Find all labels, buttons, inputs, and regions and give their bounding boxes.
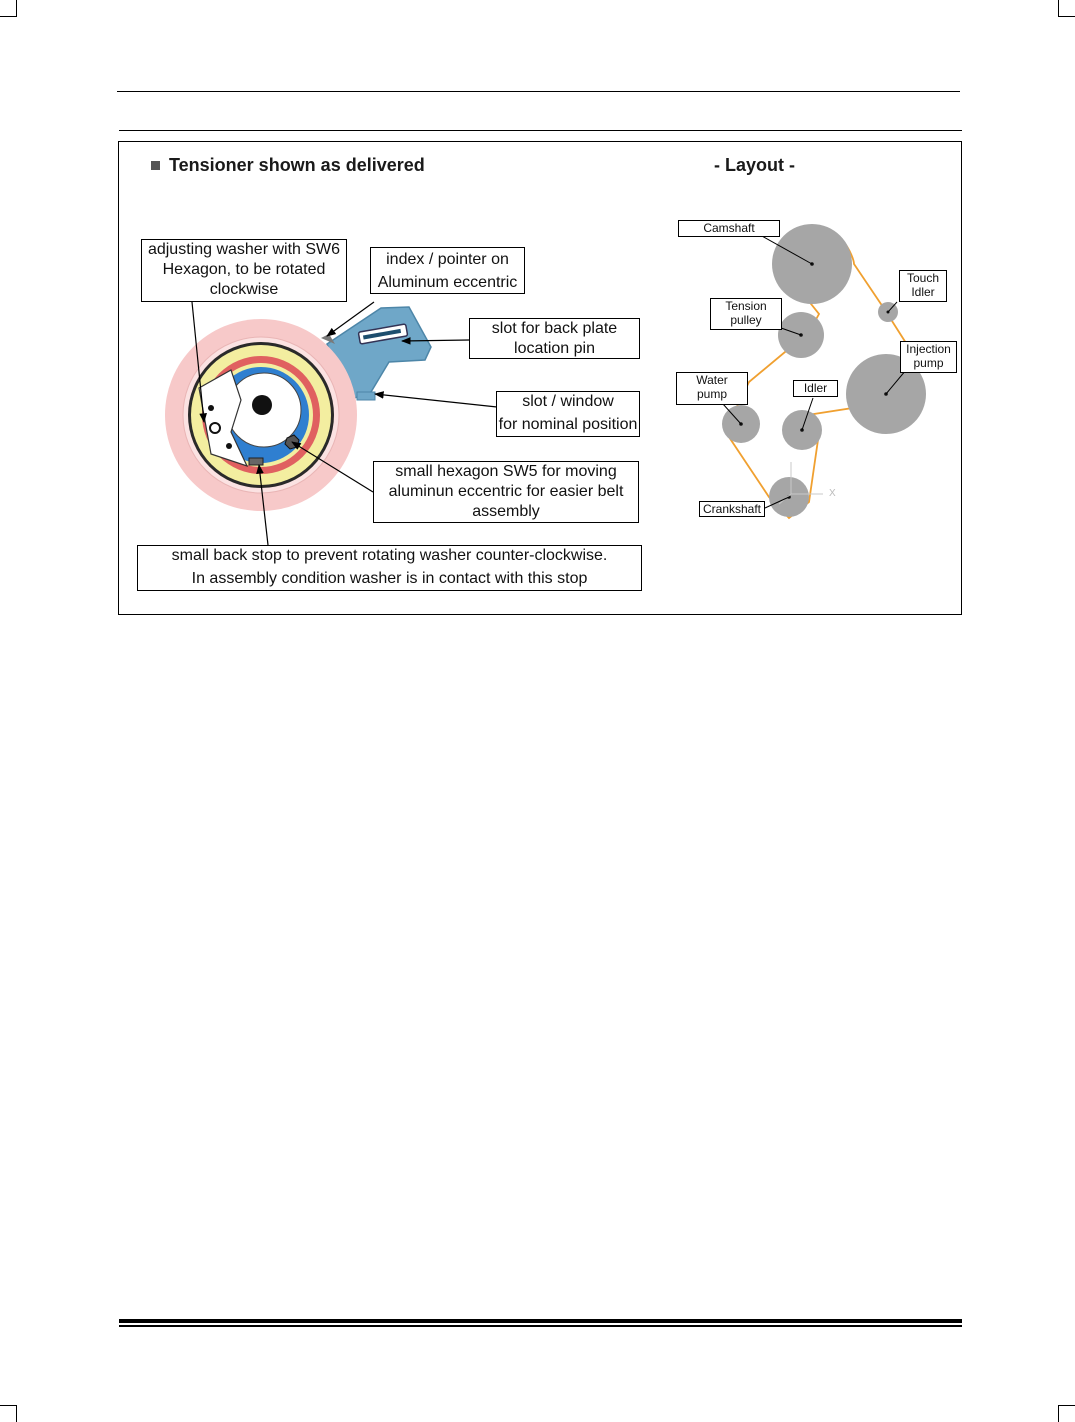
label-text-line: Idler xyxy=(911,285,935,299)
heading-bullet xyxy=(151,161,160,170)
label-camshaft: Camshaft xyxy=(678,220,780,237)
belt-layout xyxy=(722,224,926,520)
heading-tensioner-delivered: Tensioner shown as delivered xyxy=(169,155,425,175)
heading-layout: - Layout - xyxy=(714,155,795,175)
callout-text-line: small hexagon SW5 for moving xyxy=(395,463,617,480)
crop-mark-bottom-left xyxy=(0,1405,17,1422)
label-text-line: Camshaft xyxy=(703,221,755,235)
callout-text-line: slot / window xyxy=(522,393,614,410)
tensioner-pulley xyxy=(165,319,357,511)
label-water-pump: Water pump xyxy=(676,372,748,405)
tensioner-bracket xyxy=(321,306,432,401)
callout-text-line: location pin xyxy=(514,340,595,357)
label-idler: Idler xyxy=(793,380,838,397)
callout-text-line: adjusting washer with SW6 xyxy=(147,241,341,258)
label-text-line: Touch xyxy=(906,271,940,285)
crop-mark-bottom-right xyxy=(1058,1405,1075,1422)
axis-x-label: X xyxy=(829,488,836,499)
header-rule xyxy=(117,91,960,92)
callout-slot-window: slot / window for nominal position xyxy=(496,391,640,437)
label-text-line: pulley xyxy=(730,313,762,327)
callout-back-stop: small back stop to prevent rotating wash… xyxy=(137,545,642,591)
label-text-line: pump xyxy=(913,356,944,370)
crop-mark-top-left xyxy=(0,0,17,17)
callout-slot-back-plate: slot for back plate location pin xyxy=(469,318,640,359)
label-text-line: Tension xyxy=(725,299,767,313)
label-crankshaft: Crankshaft xyxy=(699,501,765,517)
callout-small-hexagon: small hexagon SW5 for moving aluminun ec… xyxy=(373,461,639,523)
callout-index-pointer: index / pointer on Aluminum eccentric xyxy=(370,247,525,294)
callout-text-line: Hexagon, to be rotated xyxy=(162,261,326,278)
diagram-graphics xyxy=(165,224,926,546)
callout-text-line: for nominal position xyxy=(498,416,638,433)
label-text-line: Injection xyxy=(906,342,951,356)
label-touch-idler: Touch Idler xyxy=(899,270,947,302)
callout-text-line: In assembly condition washer is in conta… xyxy=(191,570,588,587)
tensioner-figure: Tensioner shown as delivered - Layout - … xyxy=(118,141,962,615)
callout-text-line: small back stop to prevent rotating wash… xyxy=(171,547,608,564)
label-text-line: Idler xyxy=(803,381,828,395)
callout-text-line: clockwise xyxy=(209,281,279,298)
crop-mark-top-right xyxy=(1058,0,1075,17)
callout-leaders xyxy=(191,301,498,546)
label-tension-pulley: Tension pulley xyxy=(710,298,782,330)
callout-text-line: Aluminum eccentric xyxy=(377,274,518,291)
footer-rule-thin xyxy=(119,1325,962,1327)
callout-adjusting-washer: adjusting washer with SW6 Hexagon, to be… xyxy=(141,239,347,302)
label-injection-pump: Injection pump xyxy=(900,341,957,373)
callout-text-line: aluminun eccentric for easier belt xyxy=(388,483,624,500)
label-text-line: pump xyxy=(696,387,728,401)
label-text-line: Crankshaft xyxy=(702,502,762,516)
callout-text-line: index / pointer on xyxy=(386,251,509,268)
label-text-line: Water xyxy=(696,373,728,387)
figure-top-rule xyxy=(119,130,962,131)
footer-rule-thick xyxy=(119,1319,962,1323)
callout-text-line: assembly xyxy=(472,503,540,520)
callout-text-line: slot for back plate xyxy=(491,320,618,337)
